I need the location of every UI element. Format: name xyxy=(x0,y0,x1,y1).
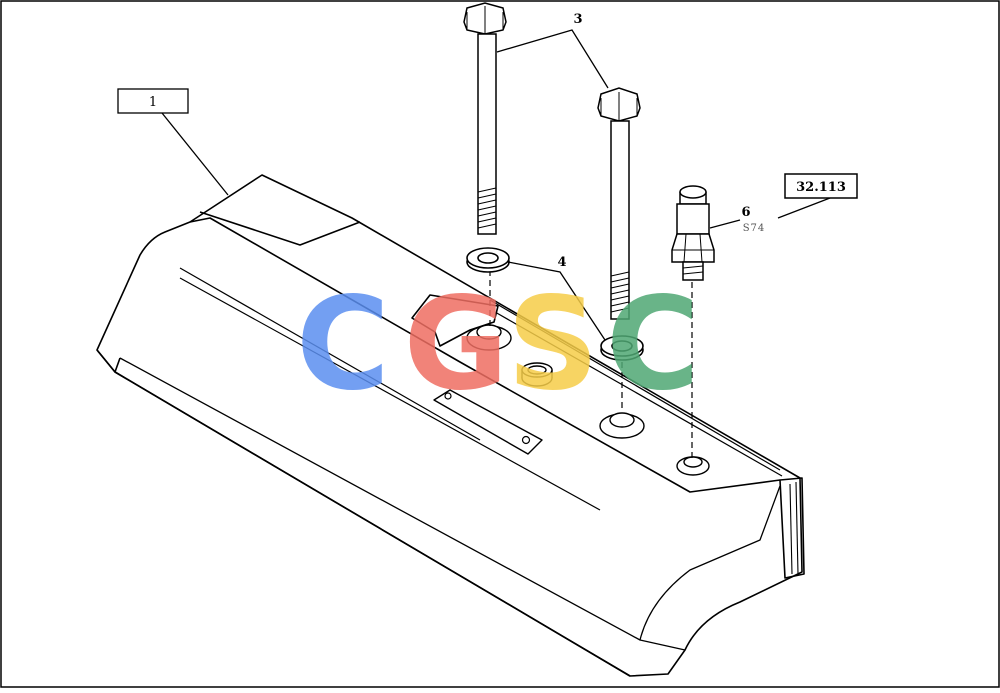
callout-box-1 xyxy=(117,88,189,114)
tank-end-plate xyxy=(779,477,805,579)
watermark-letter-s: S xyxy=(507,270,599,419)
slot-bracket xyxy=(433,389,543,455)
callout-ref-page: 32.113 xyxy=(796,180,846,195)
tank-holes xyxy=(466,324,710,476)
tank-outline xyxy=(96,174,803,677)
tank-fold xyxy=(119,357,781,641)
watermark-letter-c1: C xyxy=(296,270,390,419)
tank-ridge xyxy=(189,217,781,493)
washer-left xyxy=(466,247,510,273)
callout-box-ref xyxy=(784,173,858,199)
boss-center xyxy=(521,362,553,387)
callout-part-6: 6 xyxy=(741,205,750,220)
hole-left xyxy=(466,324,512,351)
callout-part-6-code: S74 xyxy=(743,223,766,234)
leader-lines xyxy=(161,29,831,341)
sensor-plug xyxy=(671,185,715,281)
bolt-right xyxy=(597,87,641,320)
tank-body xyxy=(96,174,805,677)
tank-top-groove xyxy=(179,267,601,511)
assembly-lines xyxy=(489,270,693,458)
watermark-letter-c2: C xyxy=(606,270,700,419)
watermark-letter-g: G xyxy=(403,270,508,419)
hole-middle xyxy=(599,412,645,439)
tank-front-face xyxy=(96,349,631,677)
washer-right xyxy=(600,335,644,361)
tank-ridge-2 xyxy=(199,211,361,246)
watermark-logo: C G S C xyxy=(296,270,700,419)
hole-right xyxy=(676,456,710,476)
callout-part-1: 1 xyxy=(149,95,157,110)
callout-part-4: 4 xyxy=(557,255,566,270)
callout-part-3: 3 xyxy=(573,12,582,27)
bolt-left xyxy=(463,2,507,235)
